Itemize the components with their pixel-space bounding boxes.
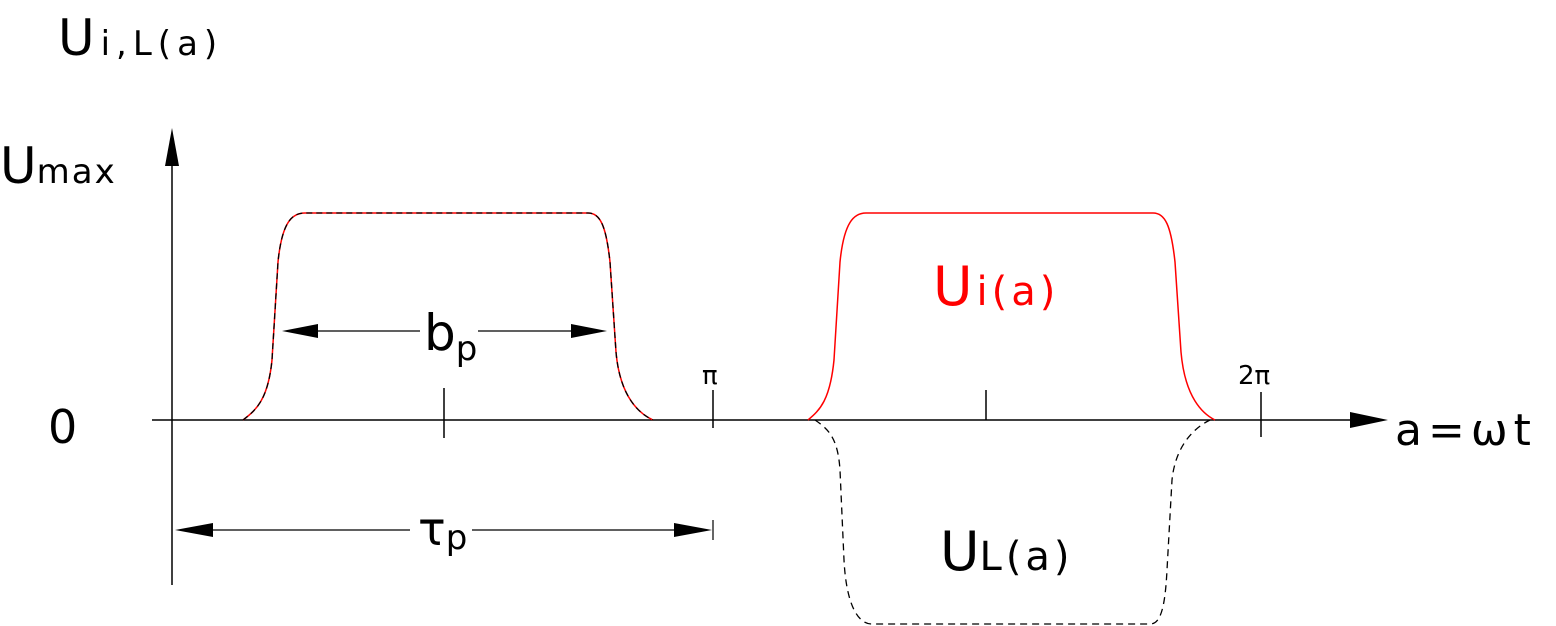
x-axis-label: a=ωt [1395, 405, 1537, 456]
two-pi-label: 2π [1238, 361, 1270, 391]
bp-left-arrow-icon [282, 324, 318, 338]
tp-left-arrow-icon [175, 523, 213, 537]
x-axis-arrow-icon [1350, 412, 1388, 428]
output-pulse-1 [242, 212, 654, 421]
tp-right-arrow-icon [674, 523, 712, 537]
bp-label: bp [424, 304, 477, 369]
pi-label: π [702, 361, 718, 391]
ul-label: UL(a) [940, 520, 1074, 583]
bp-right-arrow-icon [571, 324, 607, 338]
output-pulse-2 [814, 419, 1211, 625]
umax-label: Umax [0, 137, 117, 195]
zero-label: 0 [48, 400, 77, 454]
y-axis-arrow-icon [165, 128, 179, 166]
input-pulse-2 [807, 212, 1216, 421]
tp-label: τp [418, 502, 467, 558]
